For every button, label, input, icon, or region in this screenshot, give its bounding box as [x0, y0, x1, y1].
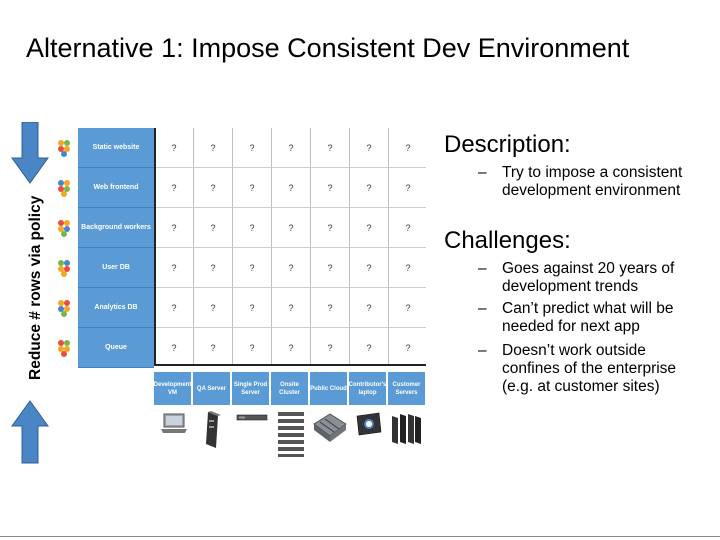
challenges-heading: Challenges:: [444, 227, 571, 254]
matrix-cell: ?: [249, 302, 255, 313]
matrix-cell: ?: [288, 302, 294, 313]
matrix-cell: ?: [366, 182, 372, 193]
matrix-cell: ?: [171, 262, 177, 273]
qa-server-icon: [206, 411, 221, 448]
matrix-cell: ?: [210, 262, 216, 273]
contributor-laptop-icon: [356, 412, 382, 436]
arrow-up-icon: [11, 400, 49, 464]
matrix-cell: ?: [327, 142, 333, 153]
bullet-dash: –: [478, 260, 487, 277]
description-heading: Description:: [444, 131, 571, 158]
challenges-bullet: – Doesn’t work outside confines of the e…: [478, 342, 708, 414]
column-header: QA Server: [193, 372, 231, 405]
slide-title: Alternative 1: Impose Consistent Dev Env…: [26, 33, 630, 63]
bullet-dash: –: [478, 300, 487, 317]
bullet-text: Doesn’t work outside confines of the ent…: [502, 342, 677, 395]
column-header: Single Prod Server: [232, 372, 270, 405]
policy-side-label: Reduce # rows via policy: [27, 195, 44, 380]
bullet-dash: –: [478, 342, 487, 359]
matrix-cell: ?: [210, 142, 216, 153]
matrix-cell: ?: [210, 342, 216, 353]
app-stack-logo-icon: [58, 340, 70, 357]
laptop-icon: [161, 413, 187, 433]
matrix-cell: ?: [366, 222, 372, 233]
matrix-cell: ?: [249, 342, 255, 353]
matrix-cell: ?: [171, 182, 177, 193]
matrix-cell: ?: [249, 262, 255, 273]
matrix-cell: ?: [171, 302, 177, 313]
row-header: Web frontend: [78, 168, 154, 208]
app-stack-logo-icon: [58, 220, 70, 237]
app-stack-logo-icon: [58, 140, 70, 157]
matrix-cell: ?: [288, 342, 294, 353]
row-header: Queue: [78, 328, 154, 368]
matrix-cell: ?: [288, 182, 294, 193]
rack-server-icon: [236, 414, 268, 421]
matrix-cell: ?: [405, 262, 411, 273]
column-header: Customer Servers: [388, 372, 426, 405]
matrix-cell: ?: [405, 182, 411, 193]
matrix-cell: ?: [327, 262, 333, 273]
app-stack-logo-icon: [58, 180, 70, 197]
footer-divider: [0, 536, 720, 537]
matrix-cell: ?: [171, 342, 177, 353]
matrix-cell: ?: [210, 182, 216, 193]
app-stack-logo-icon: [58, 260, 70, 277]
matrix-cell: ?: [327, 342, 333, 353]
matrix-cell: ?: [249, 142, 255, 153]
matrix-cell: ?: [366, 142, 372, 153]
column-header: Development VM: [154, 372, 192, 405]
matrix-cell: ?: [327, 182, 333, 193]
cluster-icon: [278, 412, 304, 457]
matrix-cell: ?: [405, 342, 411, 353]
challenges-bullet: – Goes against 20 years of development t…: [478, 260, 708, 296]
matrix-cell: ?: [405, 142, 411, 153]
matrix-cell: ?: [210, 222, 216, 233]
cloud-datacenter-icon: [313, 413, 347, 442]
column-header: Public Cloud: [310, 372, 348, 405]
customer-servers-icon: [392, 414, 421, 444]
matrix-cell: ?: [171, 222, 177, 233]
bullet-text: Try to impose a consistent development e…: [502, 164, 683, 199]
matrix-cell: ?: [405, 222, 411, 233]
matrix-cell: ?: [288, 222, 294, 233]
matrix-cell: ?: [249, 222, 255, 233]
app-stack-logo-icon: [58, 300, 70, 317]
challenges-bullet: – Can’t predict what will be needed for …: [478, 300, 708, 336]
matrix-cell: ?: [210, 302, 216, 313]
matrix-cell: ?: [171, 142, 177, 153]
row-header: Analytics DB: [78, 288, 154, 328]
bullet-dash: –: [478, 164, 487, 181]
description-bullet: – Try to impose a consistent development…: [478, 164, 708, 218]
row-header: User DB: [78, 248, 154, 288]
matrix-cell: ?: [405, 302, 411, 313]
matrix-cell: ?: [366, 262, 372, 273]
row-header: Background workers: [78, 208, 154, 248]
matrix-cell: ?: [366, 302, 372, 313]
arrow-down-icon: [11, 122, 49, 184]
bullet-text: Goes against 20 years of development tre…: [502, 260, 675, 295]
matrix-cell: ?: [288, 142, 294, 153]
row-header: Static website: [78, 128, 154, 168]
column-header: Onsite Cluster: [271, 372, 309, 405]
matrix-cell: ?: [327, 302, 333, 313]
column-header: Contributor's laptop: [349, 372, 387, 405]
matrix-cell: ?: [327, 222, 333, 233]
bullet-text: Can’t predict what will be needed for ne…: [502, 300, 674, 335]
matrix-cell: ?: [366, 342, 372, 353]
matrix-cell: ?: [249, 182, 255, 193]
matrix-cell: ?: [288, 262, 294, 273]
